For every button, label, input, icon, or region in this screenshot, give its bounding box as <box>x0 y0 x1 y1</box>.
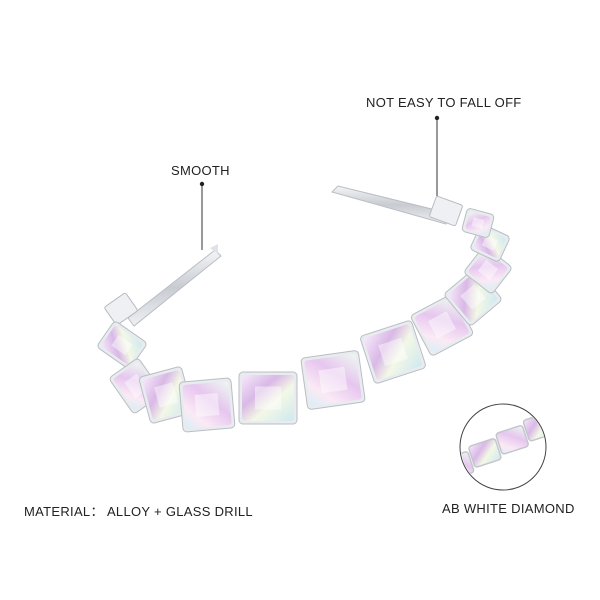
diamond-zoom-detail <box>459 403 547 491</box>
headband-left-arm <box>104 244 222 327</box>
material-label: MATERIAL： ALLOY + GLASS DRILL <box>24 504 253 519</box>
crystal-gem <box>300 350 366 410</box>
crystal-gem <box>97 321 147 369</box>
crystal-gem <box>360 320 426 384</box>
crystal-gem-row <box>97 208 512 433</box>
crystal-gem <box>238 371 298 425</box>
headband-right-arm <box>331 185 463 227</box>
callout-line-fall-off <box>434 115 440 196</box>
diamond-type-label: AB WHITE DIAMOND <box>442 501 575 516</box>
callout-smooth-label: SMOOTH <box>171 163 230 178</box>
crystal-gem <box>178 377 236 433</box>
callout-fall-off-label: NOT EASY TO FALL OFF <box>366 95 522 110</box>
callout-line-smooth <box>199 181 205 250</box>
crystal-gem <box>138 366 194 424</box>
crystal-gem <box>461 208 495 238</box>
